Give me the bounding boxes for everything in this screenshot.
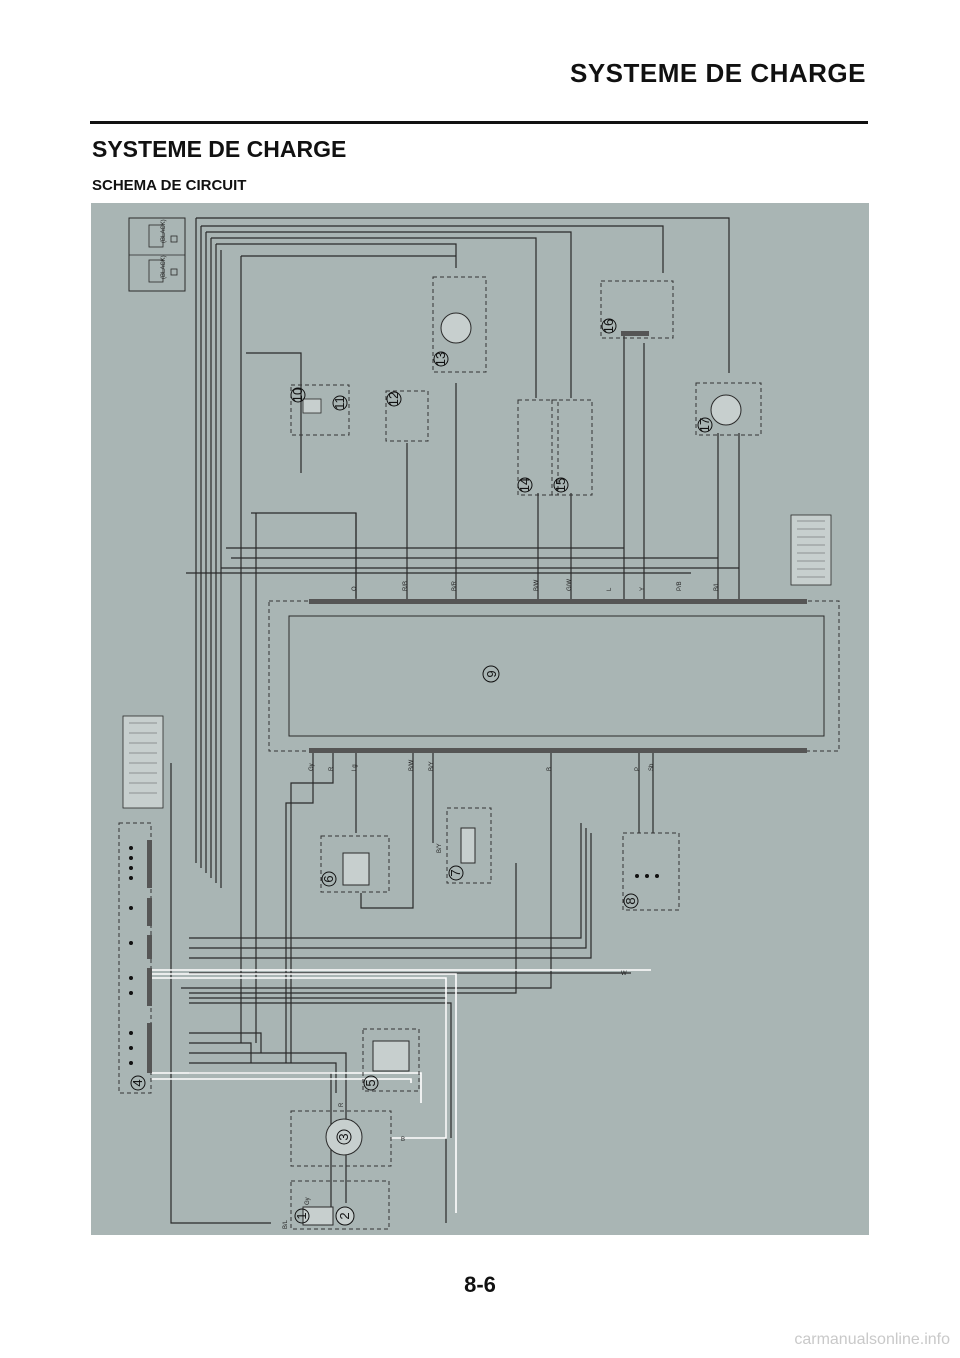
ecu-bottom-wire-8: Sb xyxy=(649,763,655,771)
component-number-7: 7 xyxy=(448,869,463,876)
rectifier-regulator: 5 xyxy=(362,1028,420,1092)
fuse-box: (BLACK) (BLACK) xyxy=(128,217,186,292)
ac-magneto: 3 xyxy=(290,1110,392,1167)
wire-label-b: B xyxy=(401,1137,405,1143)
section-title: SYSTEME DE CHARGE xyxy=(92,136,347,162)
component-number-13: 13 xyxy=(433,352,448,366)
wire-label-r: R xyxy=(339,1102,345,1107)
circuit-diagram: (BLACK) (BLACK) 9 O R/B B/R B/W G/W L Y … xyxy=(91,203,869,1235)
sensor-10-11: 10 11 xyxy=(290,384,350,436)
ecu-bottom-wire-4: B/W xyxy=(409,759,415,771)
page-number: 8-6 xyxy=(464,1272,496,1297)
starter-relay: 6 xyxy=(320,835,390,893)
ecu-top-wire-5: G/W xyxy=(567,579,573,591)
component-number-4: 4 xyxy=(130,1079,145,1086)
circuit-diagram-svg: (BLACK) (BLACK) 9 O R/B B/R B/W G/W L Y … xyxy=(118,217,840,1230)
component-number-14: 14 xyxy=(517,478,532,492)
wire-label-w: W xyxy=(621,971,627,977)
ecu-bottom-wire-2: R xyxy=(329,766,335,771)
fuse-label-2: (BLACK) xyxy=(161,255,167,279)
ecu-bottom-wire-3: Lg xyxy=(352,764,358,771)
joint-connector-group: 4 xyxy=(118,822,152,1094)
component-number-2: 2 xyxy=(337,1212,352,1219)
ecu-bottom-wire-5: B/Y xyxy=(429,761,435,771)
component-number-11: 11 xyxy=(332,396,347,410)
neutral-switch: 7 xyxy=(446,807,492,884)
component-number-16: 16 xyxy=(601,319,616,333)
sensor-16: 16 xyxy=(600,280,674,339)
battery-wire-bl: B/L xyxy=(283,1219,289,1229)
ecu-bottom-wire-1: Gy xyxy=(309,763,315,771)
sensor-13: 13 xyxy=(432,276,487,373)
sensor-12: 12 xyxy=(385,390,429,442)
ecu-bottom-wire-7: P xyxy=(635,767,641,771)
ecu-bottom-wire-6: B xyxy=(547,767,553,771)
component-number-9: 9 xyxy=(484,670,499,677)
ecu-top-wire-9: B/L xyxy=(714,581,720,591)
component-number-1: 1 xyxy=(294,1212,309,1219)
component-number-6: 6 xyxy=(321,875,336,882)
page-header-title: SYSTEME DE CHARGE xyxy=(570,58,866,88)
ecu-unit: 9 O R/B B/R B/W G/W L Y P/B B/L Gy R Lg … xyxy=(268,579,840,771)
injectors-14-15: 14 15 xyxy=(517,399,593,496)
sensor-17: 17 xyxy=(695,382,762,436)
component-number-15: 15 xyxy=(553,478,568,492)
ecu-top-wire-3: B/R xyxy=(452,580,458,591)
ecu-top-wire-8: P/B xyxy=(677,581,683,591)
component-number-17: 17 xyxy=(697,418,712,432)
ecu-top-wire-6: L xyxy=(607,587,613,591)
component-number-5: 5 xyxy=(363,1079,378,1086)
watermark-text: carmanualsonline.info xyxy=(794,1331,950,1348)
section-subtitle: SCHEMA DE CIRCUIT xyxy=(92,177,247,194)
left-connector-pinout xyxy=(122,715,164,809)
battery-wire-gy: Gy xyxy=(305,1197,311,1205)
component-number-8: 8 xyxy=(623,897,638,904)
wire-label-by: B/Y xyxy=(437,843,443,853)
ecu-top-wire-4: B/W xyxy=(534,579,540,591)
ecu-connector-pinout xyxy=(790,514,832,586)
ecu-top-wire-1: O xyxy=(352,586,358,591)
ecu-top-wire-2: R/B xyxy=(403,581,409,591)
component-number-10: 10 xyxy=(290,388,305,402)
component-number-3: 3 xyxy=(336,1133,351,1140)
battery-assembly: 1 2 B/L Gy xyxy=(283,1180,390,1230)
fuse-label-1: (BLACK) xyxy=(161,219,167,243)
handlebar-switch: 8 xyxy=(622,832,680,911)
component-number-12: 12 xyxy=(386,392,401,406)
header-rule xyxy=(90,121,868,124)
ecu-top-wire-7: Y xyxy=(640,587,646,591)
